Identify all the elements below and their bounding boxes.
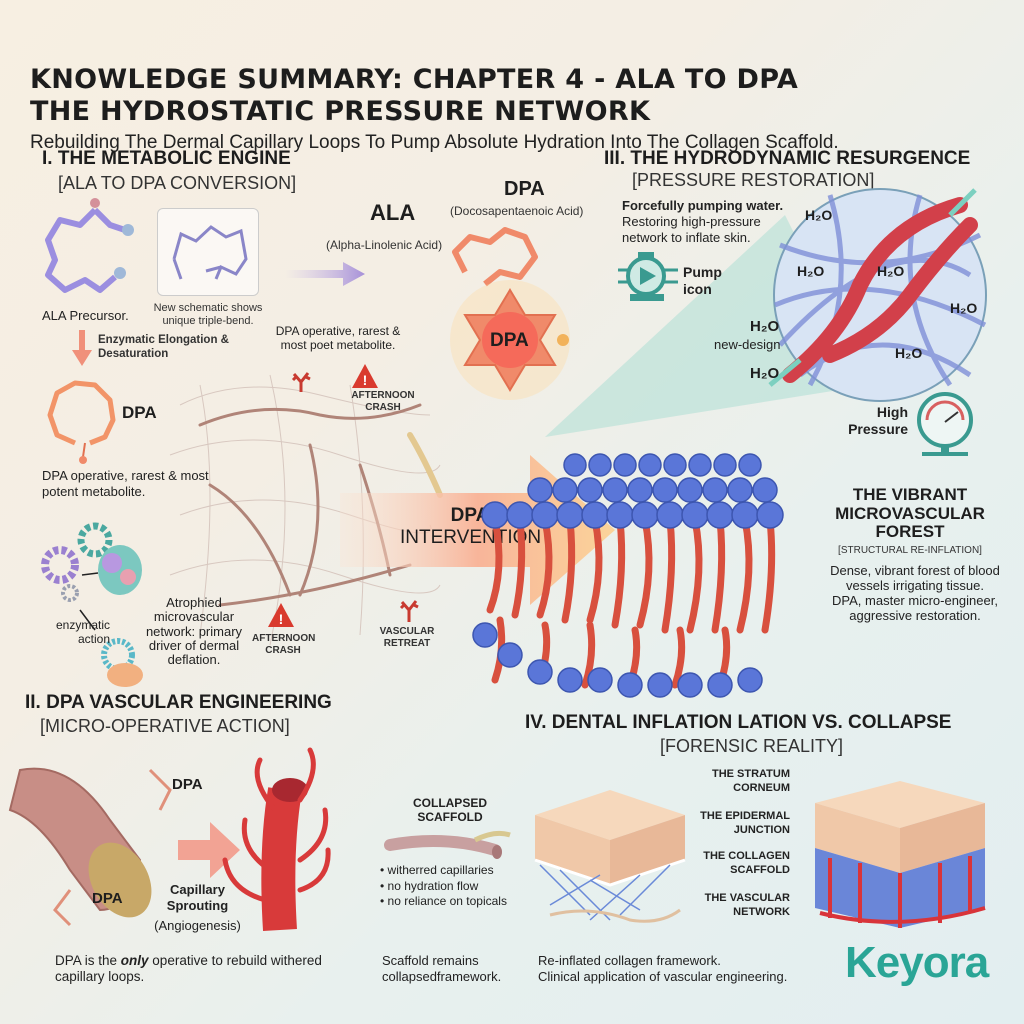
triple-bend-icon [172,225,248,280]
layer-collagen-scaffold: THE COLLAGEN SCAFFOLD [703,850,790,876]
ala-label: ALA [370,200,416,225]
pumping-lead: Forcefully pumping water. [622,198,784,213]
dpa-label-a: DPA [172,776,203,793]
caption-emphasis: only [120,953,149,968]
collapsed-bullets: • witherred capillaries • no hydration f… [380,863,507,910]
inflated-skin-block [815,781,986,928]
afternoon-crash-top: AFTERNOON CRASH [351,390,415,413]
section-2-heading: II. DPA VASCULAR ENGINEERING [25,692,332,713]
forest-title: THE VIBRANT MICROVASCULAR FOREST [835,485,985,542]
schematic-note: New schematic shows unique triple-bend. [153,302,263,328]
dpa-potent-note: DPA operative, rarest & most potent meta… [42,468,209,499]
intervention-line-2: INTERVENTION [400,526,542,548]
bullet-item: • witherred capillaries [380,863,494,877]
h2o-label: H₂O [797,263,825,279]
dpa-ring-icon [47,380,116,464]
vascular-retreat-icon [399,600,419,622]
section-2-caption: DPA is the only operative to rebuild wit… [55,953,325,985]
collapsed-skin-block [534,790,686,923]
section-3-bracket: [PRESSURE RESTORATION] [632,170,875,190]
new-design-label: new-design [714,337,781,352]
section-1-heading: I. THE METABOLIC ENGINE [42,148,291,169]
pump-label: Pump icon [683,264,722,297]
section-3-heading: III. THE HYDRODYNAMIC RESURGENCE [604,148,971,169]
title-line-2: THE HYDROSTATIC PRESSURE NETWORK [30,96,651,127]
vessel-transformation-illustration [8,747,331,932]
section-2-bracket: [MICRO-OPERATIVE ACTION] [40,716,290,736]
schematic-box [157,208,259,296]
layer-stratum-corneum: THE STRATUM CORNEUM [711,768,790,794]
dpa-label: DPA [504,178,545,200]
svg-text:!: ! [279,611,284,627]
collapse-caption: Scaffold remains collapsedframework. [382,953,502,984]
h2o-label: H₂O [805,207,833,223]
h2o-left-label: H₂O [750,365,780,382]
pumping-body: Restoring high-pressure network to infla… [622,214,761,245]
section-4-bracket: [FORENSIC REALITY] [660,736,844,756]
inflation-caption-1: Re-inflated collagen framework. [538,953,721,968]
enzyme-gears-icon [41,522,143,687]
title-line-1: KNOWLEDGE SUMMARY: CHAPTER 4 - ALA TO DP… [30,64,799,95]
caption-pre: DPA is the [55,953,121,968]
collapsed-vessel-icon [384,830,511,859]
afternoon-crash-bottom: AFTERNOON CRASH [252,633,316,656]
angiogenesis-label: (Angiogenesis) [154,918,241,933]
bullet-item: • no hydration flow [380,878,479,893]
capillary-sprouting-label: Capillary Sprouting [166,882,229,913]
subtitle: Rebuilding The Dermal Capillary Loops To… [30,132,839,153]
section-4-heading: IV. DENTAL INFLATION LATION VS. COLLAPSE [525,712,952,733]
pressure-gauge-icon [917,392,973,456]
layer-epidermal-junction: THE EPIDERMAL JUNCTION [700,810,790,836]
inflation-caption-2: Clinical application of vascular enginee… [538,969,788,984]
dpa-label-b: DPA [92,890,123,907]
section-1-bracket: [ALA TO DPA CONVERSION] [58,173,297,193]
forest-body: Dense, vibrant forest of blood vessels i… [830,563,1000,623]
purple-arrow-icon [285,262,365,286]
h2o-label: H₂O [895,345,923,361]
h2o-label: H₂O [950,300,978,316]
atrophied-network-note: Atrophied microvascular network: primary… [145,595,243,668]
warning-icon-top: ! [352,364,378,388]
dpa-star-label: DPA [490,330,529,351]
dpa-molecule-icon [452,227,538,287]
warning-icon-bottom: ! [268,603,294,627]
h2o-left-label: H₂O [750,318,780,335]
dpa-ring-label: DPA [122,403,157,422]
svg-text:!: ! [363,372,368,388]
ala-full-name: (Alpha-Linolenic Acid) [326,238,443,252]
intervention-line-1: DPA [450,505,490,526]
pump-icon [618,252,678,301]
vascular-retreat-icon-top [291,372,311,392]
ala-molecule-icon [45,198,134,293]
dpa-star-icon [450,280,570,400]
dpa-note-top: DPA operative, rarest & most poet metabo… [275,324,401,353]
h2o-label: H₂O [877,263,905,279]
high-pressure-label: High Pressure [848,404,908,437]
ala-precursor-label: ALA Precursor. [42,308,129,323]
vibrant-microvascular-forest-illustration [472,453,784,698]
capillary-zoom-circle [768,188,987,402]
bullet-item: • no reliance on topicals [380,894,507,909]
caption-post: operative to rebuild withered capillary … [55,953,322,985]
enzymatic-step-label: Enzymatic Elongation & Desaturation [98,334,229,360]
keyora-logo: Keyora [845,938,989,987]
enzymatic-action-label: enzymatic action [55,618,110,647]
layer-vascular-network: THE VASCULAR NETWORK [704,892,790,918]
down-arrow-icon [72,330,92,366]
collapsed-scaffold-label: COLLAPSED SCAFFOLD [412,796,487,825]
forest-bracket: [STRUCTURAL RE-INFLATION] [838,545,982,556]
vascular-retreat-label: VASCULAR RETREAT [379,626,435,649]
dpa-full-name: (Docosapentaenoic Acid) [450,204,584,218]
